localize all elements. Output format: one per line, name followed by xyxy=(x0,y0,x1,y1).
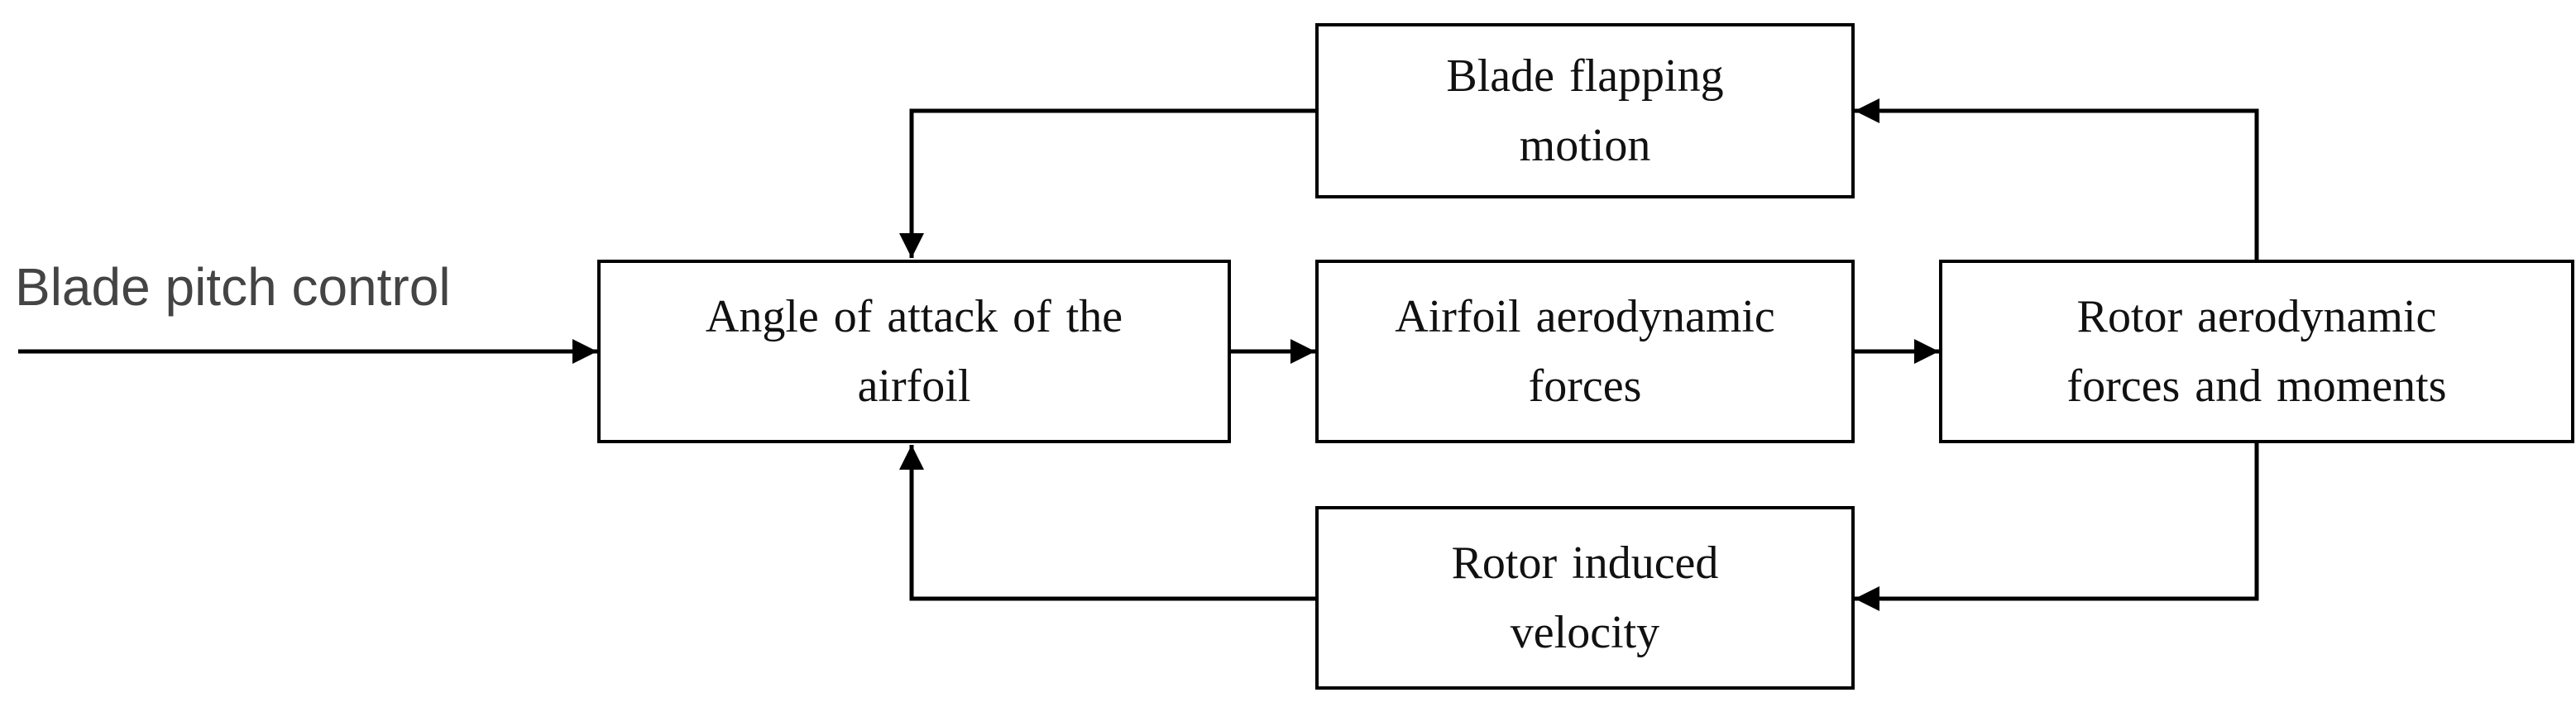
edge-blade-flapping-to-angle-of-attack xyxy=(899,108,1317,258)
node-label-line: Angle of attack of the xyxy=(705,291,1123,342)
node-label-line: airfoil xyxy=(857,361,971,412)
node-label-line: motion xyxy=(1519,120,1651,171)
node-angle-of-attack: Angle of attack of the airfoil xyxy=(597,260,1231,443)
node-label-line: Airfoil aerodynamic xyxy=(1395,291,1775,342)
node-label-line: velocity xyxy=(1510,607,1660,658)
node-label-line: Rotor induced xyxy=(1451,537,1719,589)
edge-rotor-forces-to-blade-flapping xyxy=(1855,98,2259,260)
node-induced-velocity: Rotor induced velocity xyxy=(1315,506,1855,690)
node-label-line: Rotor aerodynamic xyxy=(2076,291,2437,342)
node-airfoil-forces: Airfoil aerodynamic forces xyxy=(1315,260,1855,443)
edge-rotor-forces-to-induced-velocity xyxy=(1855,443,2259,611)
node-label-line: forces and moments xyxy=(2066,361,2447,412)
node-rotor-forces: Rotor aerodynamic forces and moments xyxy=(1939,260,2574,443)
edge-induced-velocity-to-angle-of-attack xyxy=(899,445,1317,601)
input-label: Blade pitch control xyxy=(15,257,451,317)
node-blade-flapping: Blade flapping motion xyxy=(1315,23,1855,198)
node-label-line: Blade flapping xyxy=(1446,50,1724,102)
node-label-line: forces xyxy=(1528,361,1642,412)
